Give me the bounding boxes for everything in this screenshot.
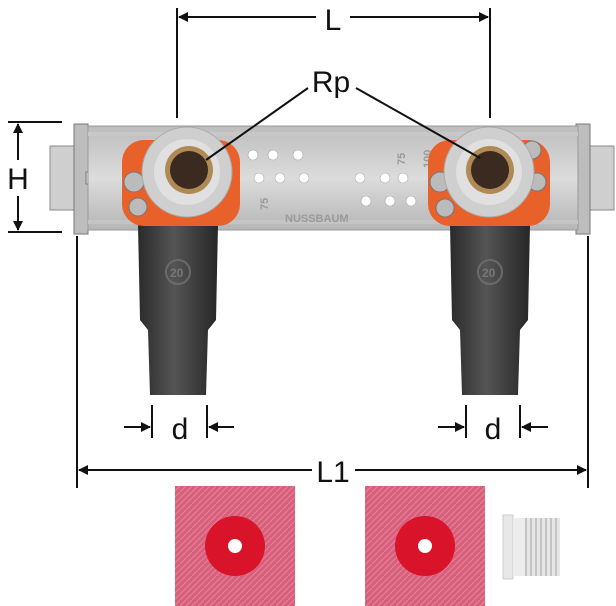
- spacing-marking: 75: [396, 153, 408, 165]
- dimension-h: [8, 121, 62, 233]
- dimension-l: [176, 8, 491, 118]
- wall-fitting-right: [428, 126, 550, 226]
- sealing-collar-left: [175, 486, 295, 606]
- spacing-marking: 75: [259, 198, 271, 210]
- sealing-collar-right: [365, 486, 485, 606]
- wall-fitting-left: [122, 126, 240, 226]
- size-marking: 20: [482, 266, 496, 280]
- brand-marking: NUSSBAUM: [285, 213, 349, 225]
- dimension-d-left: [124, 405, 234, 438]
- dimension-label-h: H: [7, 163, 29, 196]
- dimension-d-right: [438, 405, 548, 438]
- thread-leader-lines: [205, 87, 481, 161]
- dimension-label-d-left: d: [172, 413, 189, 446]
- dimension-label-l1: L1: [316, 456, 349, 489]
- pipe-connector-right: 20: [450, 225, 530, 395]
- dimension-label-l: L: [325, 4, 342, 37]
- dimension-l1: [76, 236, 589, 488]
- dimension-label-rp: Rp: [312, 66, 350, 99]
- mounting-clip-left: [49, 123, 99, 235]
- pipe-connector-left: 20: [138, 225, 218, 395]
- protective-sleeve: [502, 514, 560, 580]
- size-marking: 20: [170, 266, 184, 280]
- mounting-clip-right: [565, 123, 615, 235]
- dimension-label-d-right: d: [485, 413, 502, 446]
